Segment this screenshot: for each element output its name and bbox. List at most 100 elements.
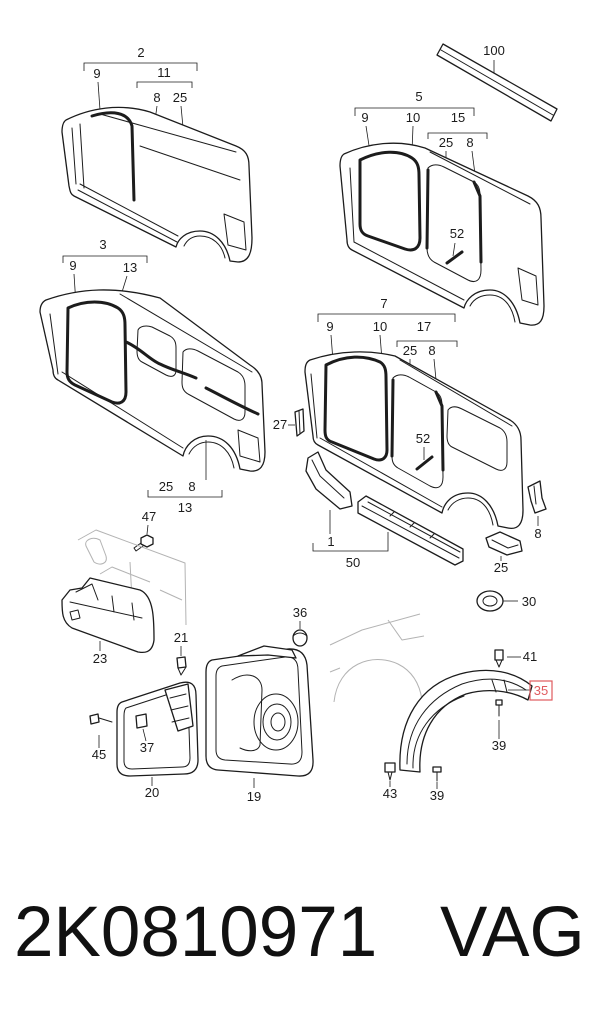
screw-39: [432, 766, 442, 773]
callout-8: 8: [534, 526, 541, 541]
callout-bracket: [136, 81, 193, 88]
side-panel-2: 2 9 11 8 25: [61, 45, 253, 263]
callout-11: 11: [157, 65, 171, 80]
callout-100: 100: [483, 43, 505, 58]
sill-line: [353, 241, 465, 301]
side-panel-3: 3 9 13 25 8 13: [39, 237, 266, 515]
bracket-edge: [298, 410, 301, 435]
sill-edge: [367, 501, 461, 553]
filler-channel: [231, 674, 263, 752]
sill-edge: [361, 505, 460, 559]
callout-13: 13: [178, 500, 192, 515]
callout-10: 10: [373, 319, 387, 334]
screw-head-45: [89, 713, 100, 725]
callout-13: 13: [123, 260, 137, 275]
door-opening-outline: [391, 374, 444, 489]
bolt-47: [140, 534, 154, 548]
tail-lamp-opening: [223, 213, 247, 251]
callout-39: 39: [492, 738, 506, 753]
callout-9: 9: [361, 110, 368, 125]
roof-line: [429, 151, 531, 205]
bracket-part-8: [527, 480, 547, 514]
callout-bracket: [396, 340, 458, 347]
callout-bracket: [62, 255, 148, 263]
callout-17: 17: [417, 319, 431, 334]
wheel-housing-liner: 41 35 39 43 39: [383, 649, 553, 803]
callout-9: 9: [326, 319, 333, 334]
cap-36: [292, 629, 308, 647]
tail-lamp-opening: [517, 267, 539, 306]
b-pillar-line: [349, 167, 355, 243]
seal-strip: [390, 378, 445, 472]
filler-neck-inner: [262, 703, 292, 741]
callout-47: 47: [142, 509, 156, 524]
callout-52: 52: [450, 226, 464, 241]
callout-41: 41: [523, 649, 537, 664]
callout-bracket: [83, 62, 198, 71]
hinge-details: [169, 693, 190, 723]
callout-bracket: [312, 532, 389, 552]
beltline: [139, 145, 241, 181]
callout-15: 15: [451, 110, 465, 125]
filler-housing-19: [205, 648, 314, 777]
door-opening-outline: [426, 164, 482, 283]
filler-neck-opening: [270, 712, 286, 732]
liner-rib: [406, 678, 527, 765]
part-number: 2K0810971: [14, 893, 378, 972]
panel-outline: [61, 106, 253, 263]
callout-8: 8: [466, 135, 473, 150]
bolt-41: [494, 649, 504, 661]
callout-bracket: [317, 313, 456, 322]
panel-outline: [339, 142, 545, 326]
bracket-edge: [491, 539, 519, 549]
b-pillar-line: [49, 313, 59, 375]
liner-rib: [412, 695, 465, 769]
trim-piece-52: [415, 455, 434, 471]
side-panel-7: 7 9 10 17 25 8 52: [304, 296, 524, 530]
callout-bracket: [147, 490, 223, 498]
callout-3: 3: [99, 237, 106, 252]
sill-line: [77, 189, 178, 243]
leader-line: [452, 242, 456, 257]
panel-outline: [39, 289, 266, 472]
sill-line: [61, 371, 184, 449]
callout-27: 27: [273, 417, 287, 432]
seal-strip: [323, 355, 389, 462]
leader-line: [97, 81, 101, 111]
side-panel-5: 5 9 10 15 25 8 52: [339, 89, 545, 326]
roof-line: [99, 113, 237, 153]
clip-tip: [387, 771, 393, 781]
wheel-arch-lip: [188, 441, 235, 469]
b-pillar-line: [310, 373, 318, 439]
seal-strip: [124, 340, 260, 416]
flap-hinge: [164, 683, 194, 732]
panel-outline: [304, 351, 524, 530]
seal-strip: [358, 150, 422, 252]
callout-52: 52: [416, 431, 430, 446]
clip-37: [135, 713, 148, 729]
wheel-arch-lip: [447, 497, 494, 526]
bolt-tip: [495, 659, 503, 668]
cap-rim: [292, 632, 308, 637]
callout-8: 8: [188, 479, 195, 494]
callout-bracket: [427, 132, 488, 139]
filler-housing-inner-edge: [215, 656, 303, 765]
callout-25: 25: [439, 135, 453, 150]
callout-2: 2: [137, 45, 144, 60]
seal-strip: [65, 300, 128, 405]
callout-5: 5: [415, 89, 422, 104]
callout-8: 8: [153, 90, 160, 105]
callout-10: 10: [406, 110, 420, 125]
screw-39: [495, 699, 503, 706]
filler-housing-top: [237, 645, 297, 659]
lock-housing-details: [69, 583, 143, 621]
callout-23: 23: [93, 651, 107, 666]
window-opening-outline: [446, 406, 508, 471]
wheel-arch-lip: [469, 294, 516, 323]
pillar-piece-edge: [311, 459, 345, 499]
roof-line: [119, 293, 253, 373]
highlight-box: [529, 680, 553, 701]
callout-43: 43: [383, 786, 397, 801]
lock-housing-23: [61, 577, 155, 654]
